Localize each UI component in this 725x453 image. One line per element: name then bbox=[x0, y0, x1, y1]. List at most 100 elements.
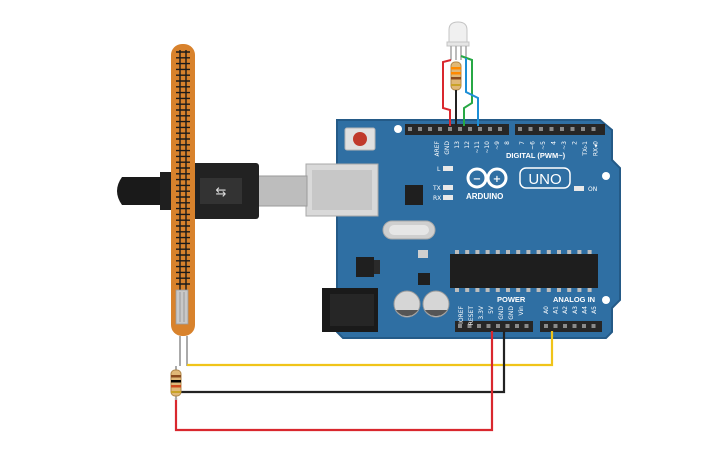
power-pin-label: GND bbox=[498, 306, 505, 320]
mounting-hole bbox=[602, 172, 610, 180]
header-pin[interactable] bbox=[458, 324, 462, 328]
top-pin-label: ~5 bbox=[540, 141, 547, 150]
header-pin[interactable] bbox=[581, 127, 585, 131]
usb-chip bbox=[405, 185, 423, 205]
power-pin-label: Vin bbox=[518, 306, 525, 316]
electrolytic-capacitors bbox=[393, 290, 450, 318]
header-pin[interactable] bbox=[468, 127, 472, 131]
top-pin-label: AREF bbox=[434, 140, 441, 156]
led-wires bbox=[442, 55, 479, 126]
led-on-label: ON bbox=[588, 186, 597, 193]
power-header-label: POWER bbox=[497, 295, 526, 304]
status-leds: L TX RX ON bbox=[432, 166, 597, 202]
header-pin[interactable] bbox=[570, 127, 575, 131]
header-pin[interactable] bbox=[448, 127, 452, 131]
digital-header bbox=[405, 124, 605, 135]
chip-pin bbox=[485, 250, 490, 254]
chip-pin bbox=[485, 288, 490, 292]
power-pin-label: 3.3V bbox=[478, 305, 485, 320]
header-pin[interactable] bbox=[505, 324, 510, 328]
chip-pin bbox=[516, 250, 521, 254]
top-pin-label: ~9 bbox=[494, 141, 501, 150]
analog-pin-label: A3 bbox=[572, 306, 579, 314]
header-pin[interactable] bbox=[549, 127, 554, 131]
header-pin[interactable] bbox=[488, 127, 492, 131]
reset-button[interactable] bbox=[344, 127, 376, 151]
chip-pin bbox=[546, 288, 551, 292]
usb-cable: ⇆ bbox=[117, 163, 308, 219]
analog-header bbox=[540, 321, 602, 332]
header-pin[interactable] bbox=[518, 127, 522, 131]
model-label: UNO bbox=[528, 171, 561, 188]
chip-pin bbox=[567, 288, 572, 292]
header-pin[interactable] bbox=[467, 324, 472, 328]
header-pin[interactable] bbox=[438, 127, 442, 131]
chip-pin bbox=[506, 288, 510, 292]
top-pin-label: 12 bbox=[464, 141, 471, 149]
header-pin[interactable] bbox=[408, 127, 412, 131]
analog-pin-label: A2 bbox=[562, 306, 569, 314]
chip-pin bbox=[557, 288, 561, 292]
header-pin[interactable] bbox=[528, 127, 533, 131]
header-pin[interactable] bbox=[544, 324, 548, 328]
digital-header-label: DIGITAL (PWM~) bbox=[506, 151, 566, 160]
led-resistor bbox=[450, 61, 462, 91]
top-pin-label: 2 bbox=[572, 141, 579, 145]
flex-sensor bbox=[171, 44, 195, 336]
header-pin[interactable] bbox=[496, 324, 500, 328]
power-pin-label: GND bbox=[508, 306, 515, 320]
analog-pin-label: A4 bbox=[581, 306, 588, 314]
header-pin[interactable] bbox=[539, 127, 543, 131]
led-rx-label: RX bbox=[433, 195, 441, 202]
chip-pin bbox=[526, 288, 531, 292]
wire-blue-led bbox=[465, 58, 479, 126]
analog-pin-label: A5 bbox=[591, 306, 598, 314]
header-pin[interactable] bbox=[428, 127, 432, 131]
analog-pin-label: A0 bbox=[543, 306, 550, 314]
header-pin[interactable] bbox=[524, 324, 529, 328]
chip-pin bbox=[587, 250, 592, 254]
header-pin[interactable] bbox=[458, 127, 462, 131]
chip-pin bbox=[465, 288, 470, 292]
chip-pin bbox=[577, 288, 582, 292]
header-pin[interactable] bbox=[486, 324, 491, 328]
top-pin-label: 13 bbox=[454, 141, 461, 149]
chip-pin bbox=[567, 250, 572, 254]
power-pin-label: IOREF bbox=[458, 305, 465, 323]
header-pin[interactable] bbox=[418, 127, 422, 131]
header-pin[interactable] bbox=[582, 324, 586, 328]
uno-badge: UNO bbox=[519, 167, 571, 189]
header-pin[interactable] bbox=[478, 127, 482, 131]
wire-green-led bbox=[460, 55, 473, 126]
chip-pin bbox=[516, 288, 521, 292]
header-pin[interactable] bbox=[477, 324, 481, 328]
led-l-label: L bbox=[437, 166, 441, 173]
header-pin[interactable] bbox=[572, 324, 577, 328]
header-pin[interactable] bbox=[591, 324, 596, 328]
top-pin-label: ~10 bbox=[484, 141, 491, 154]
header-pin[interactable] bbox=[591, 127, 596, 131]
header-pin[interactable] bbox=[563, 324, 567, 328]
header-pin[interactable] bbox=[560, 127, 564, 131]
top-pin-label: GND bbox=[444, 141, 451, 155]
header-pin[interactable] bbox=[515, 324, 519, 328]
top-pin-label: 4 bbox=[551, 141, 558, 145]
chip-pin bbox=[536, 288, 541, 292]
power-pin-label: 5V bbox=[488, 305, 495, 314]
flex-sensor-leads bbox=[179, 336, 188, 366]
svg-text:+: + bbox=[493, 174, 501, 185]
atmega-microcontroller bbox=[450, 250, 598, 292]
chip-pin bbox=[495, 250, 500, 254]
wire-red bbox=[174, 331, 494, 432]
brand-label: ARDUINO bbox=[466, 192, 503, 201]
header-pin[interactable] bbox=[498, 127, 502, 131]
analog-pin-label: A1 bbox=[553, 306, 560, 314]
top-pin-label: 8 bbox=[504, 141, 511, 145]
power-header bbox=[455, 321, 533, 332]
mounting-hole bbox=[394, 125, 402, 133]
top-pin-label: 7 bbox=[519, 141, 526, 145]
usb-port bbox=[305, 163, 379, 217]
header-pin[interactable] bbox=[553, 324, 558, 328]
capacitor-smd bbox=[418, 250, 428, 258]
chip-pin bbox=[536, 250, 541, 254]
